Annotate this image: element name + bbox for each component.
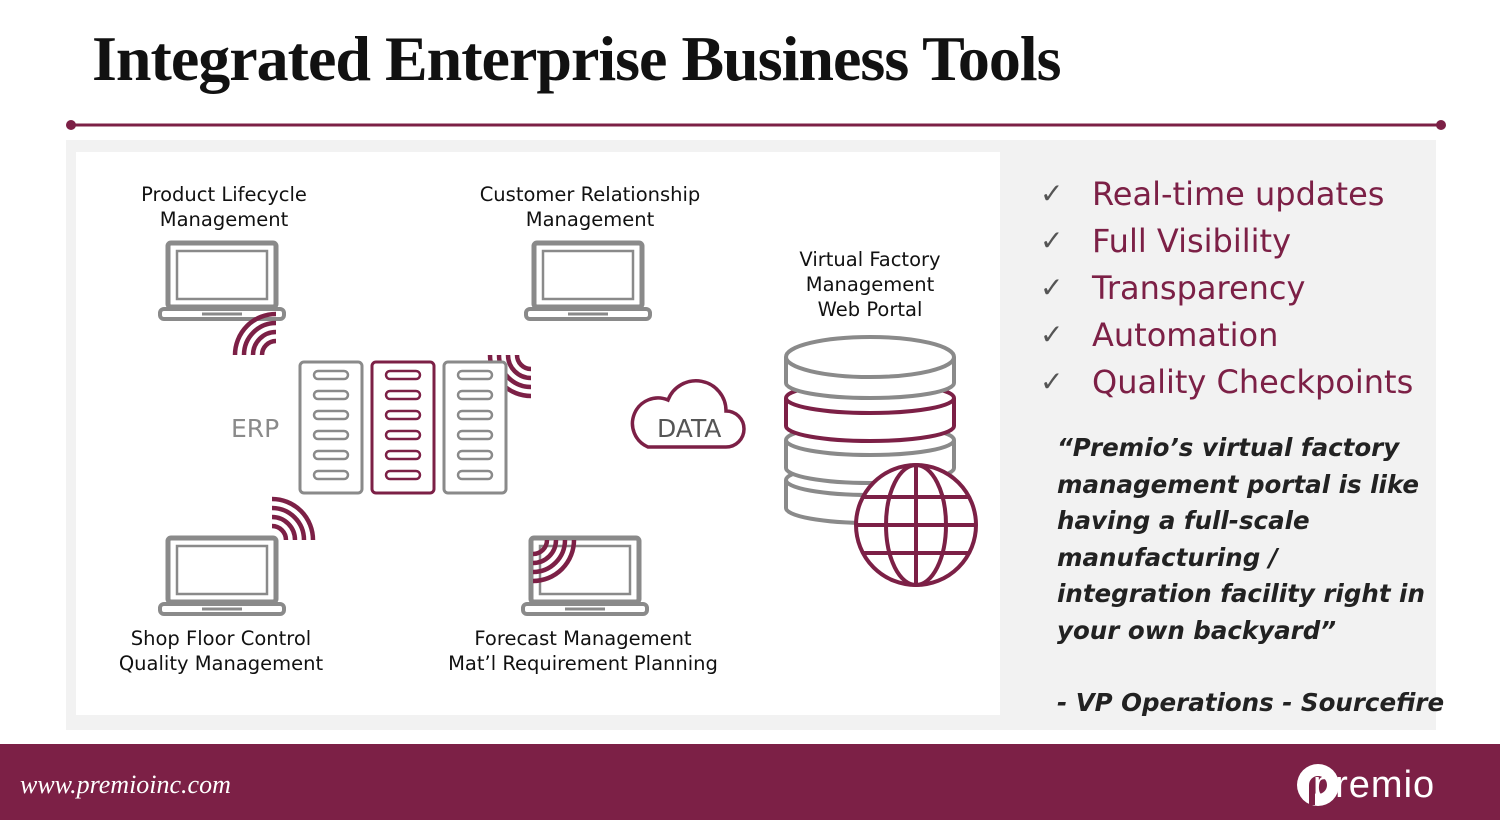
data-label: DATA — [657, 414, 722, 443]
erp-label: ERP — [231, 414, 280, 443]
testimonial-quote: “Premio’s virtual factory management por… — [1057, 433, 1425, 645]
checkmark-icon: ✓ — [1040, 365, 1064, 398]
title-divider — [66, 120, 1446, 130]
cloud-icon — [630, 379, 746, 449]
checkmark-icon: ✓ — [1040, 318, 1064, 351]
website-url: www.premioinc.com — [20, 770, 231, 799]
testimonial-attribution: - VP Operations - Sourcefire — [1057, 688, 1445, 717]
checkmark-icon: ✓ — [1040, 224, 1064, 257]
benefit-item: ✓Automation — [1040, 315, 1279, 354]
benefit-item: ✓Real-time updates — [1040, 174, 1385, 213]
laptop-plm-icon — [160, 243, 284, 319]
logo-wordmark: premio — [1313, 764, 1436, 806]
premio-logo-icon — [1297, 764, 1339, 806]
slide-title: Integrated Enterprise Business Tools — [92, 23, 1062, 94]
laptop-crm-icon — [526, 243, 650, 319]
checkmark-icon: ✓ — [1040, 271, 1064, 304]
laptop-sfc-icon — [160, 538, 284, 614]
erp-server-icon — [298, 360, 508, 495]
benefit-item: ✓Full Visibility — [1040, 221, 1291, 260]
checkmark-icon: ✓ — [1040, 177, 1064, 210]
globe-icon — [854, 463, 978, 587]
wifi-signal-icon — [272, 499, 313, 540]
footer-bar — [0, 744, 1500, 820]
benefit-item: ✓Transparency — [1040, 268, 1306, 307]
benefit-item: ✓Quality Checkpoints — [1040, 362, 1414, 401]
benefits-list: ✓Real-time updates ✓Full Visibility ✓Tra… — [1040, 170, 1413, 405]
